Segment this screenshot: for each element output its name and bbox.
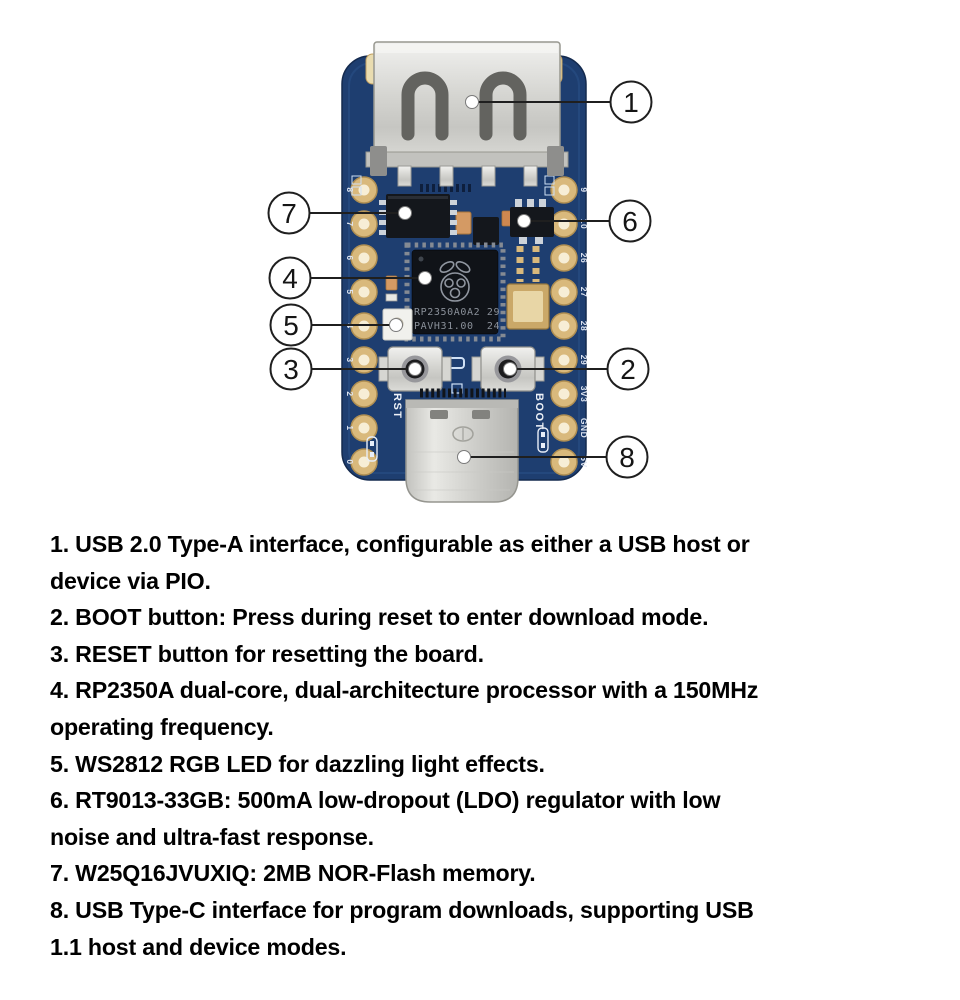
passive-components [351,175,555,394]
pin-label: 9 [579,187,589,192]
pin-label: 3V3 [579,386,589,403]
feature-1-line-1: 1. USB 2.0 Type-A interface, configurabl… [50,531,750,557]
pin-labels-right: 9 10 26 27 28 29 3V3 GND 5V [579,187,589,467]
silk-rst-label: RST [391,393,403,420]
callout-7: 7 [267,191,311,235]
feature-4-line-2: operating frequency. [50,713,274,740]
usb-a-connector [365,41,569,187]
usb-c-connector [405,388,519,503]
crystal-oscillator [506,283,550,330]
callout-2: 2 [606,347,650,391]
callout-3-number: 3 [283,354,299,385]
callout-8-number: 8 [619,442,635,473]
callout-8: 8 [605,435,649,479]
callout-7-number: 7 [281,198,297,229]
pin-label: 27 [579,287,589,297]
pin-label: GND [579,418,589,438]
pin-label: 3 [345,357,355,362]
chip-marking-line1: RP2350A0A2 29 [414,307,500,318]
feature-5-line-1: 5. WS2812 RGB LED for dazzling light eff… [50,750,545,777]
usb-c-stamp [452,426,474,442]
callout-target-dots [389,95,531,464]
pin-label: 5 [345,289,355,294]
usb-a-contact-slot [401,71,449,141]
feature-2-line-1: 2. BOOT button: Press during reset to en… [50,604,709,631]
callout-4: 4 [268,256,312,300]
usb-a-clip [370,146,387,176]
pin-label: 28 [579,321,589,331]
callout-5: 5 [269,303,313,347]
pin-label: 0 [345,459,355,464]
callout-layer: 1 6 7 4 5 3 2 8 [267,80,653,479]
callout-1: 1 [609,80,653,124]
flash-chip [379,194,457,238]
raspberry-pi-logo [439,260,471,302]
feature-6-line-2: noise and ultra-fast response. [50,823,374,850]
callout-3: 3 [269,347,313,391]
callout-6-number: 6 [622,206,638,237]
feature-3-line-1: 3. RESET button for resetting the board. [50,640,484,667]
feature-list: 1. USB 2.0 Type-A interface, configurabl… [50,526,930,965]
feature-6-line-1: 6. RT9013-33GB: 500mA low-dropout (LDO) … [50,787,721,814]
callout-5-number: 5 [283,310,299,341]
callout-2-number: 2 [620,354,636,385]
pin-label: 6 [345,255,355,260]
feature-7-line-1: 7. W25Q16JVUXIQ: 2MB NOR-Flash memory. [50,860,536,887]
feature-4-line-1: 4. RP2350A dual-core, dual-architecture … [50,677,759,704]
callout-6: 6 [608,199,652,243]
pin-label: 1 [345,425,355,430]
chip-marking-line2: PAVH31.00 24 [414,321,500,332]
silk-boot-label: BOOT [533,393,545,431]
pin-label: 2 [345,391,355,396]
pin-label: 26 [579,253,589,263]
feature-8-line-2: 1.1 host and device modes. [50,933,347,960]
pcb-board: 8 7 6 5 4 3 2 1 0 9 10 26 27 28 29 3V3 G… [341,41,589,503]
feature-1-line-2: device via PIO. [50,567,211,594]
pin-label: 10 [579,219,589,229]
board-figure: 8 7 6 5 4 3 2 1 0 9 10 26 27 28 29 3V3 G… [267,41,653,503]
callout-4-number: 4 [282,263,298,294]
callout-1-number: 1 [623,87,639,118]
pin-label: 29 [579,355,589,365]
feature-8-line-1: 8. USB Type-C interface for program down… [50,896,754,923]
rp2350a-chip: RP2350A0A2 29 PAVH31.00 24 [404,242,506,342]
pin-label: 8 [345,187,355,192]
pin-label: 7 [345,221,355,226]
usb-a-clip [547,146,564,176]
pin-label: 5V [579,456,589,467]
usb-a-contact-slot [479,71,527,141]
